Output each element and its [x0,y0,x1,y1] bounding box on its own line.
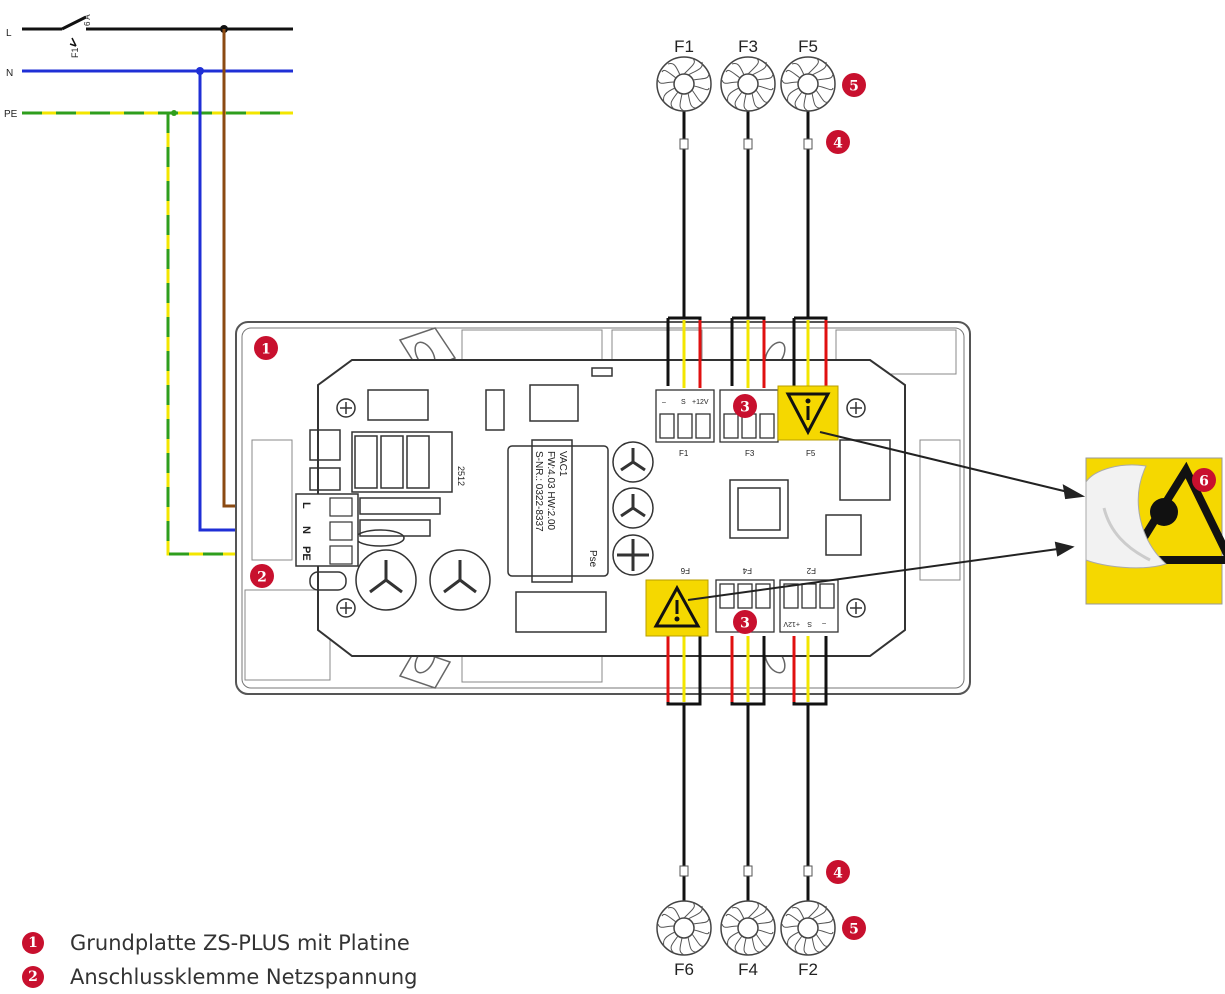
bottom-fan-connectors: – S +12V F6 F4 F2 [680,566,839,633]
fan-label-f2: F2 [798,960,818,979]
marker-6: 6 [1192,468,1216,492]
fan-label-f5: F5 [798,37,818,56]
marker-5-top: 5 [842,73,866,97]
detail-arrows [687,431,1086,601]
legend: 1 Grundplatte ZS-PLUS mit Platine 2 Ansc… [22,926,582,994]
marker-4-bottom: 4 [826,860,850,884]
svg-text:3: 3 [740,400,750,416]
fan-label-f1: F1 [674,37,694,56]
fan-label-f6: F6 [674,960,694,979]
conn-top-12v: +12V [692,399,709,406]
legend-item-2: 2 Anschlussklemme Netzspannung [22,960,582,994]
legend-number: 1 [22,932,44,954]
pcb-name: VAC1 [557,451,568,477]
legend-text: Anschlussklemme Netzspannung [70,965,418,989]
fan-f6-icon [656,900,712,956]
svg-text:2: 2 [257,570,267,586]
breaker-arrow-icon [69,37,77,47]
legend-item-1: 1 Grundplatte ZS-PLUS mit Platine [22,926,582,960]
legend-number: 2 [22,966,44,988]
terminal-label-n: N [300,526,312,534]
pcb-pse: Pse [587,550,598,568]
svg-text:3: 3 [740,616,750,632]
svg-text:4: 4 [833,866,843,882]
slot-label-bottom-f4: F4 [742,566,752,575]
fans-bottom: F6 F4 F2 [656,900,836,979]
conn-bottom-s: S [807,620,812,627]
fan-f2-icon [780,900,836,956]
marker-5-bottom: 5 [842,916,866,940]
slot-label-bottom-f6: F6 [680,566,690,575]
fan-f4-icon [720,900,776,956]
marker-1: 1 [254,336,278,360]
pcb-code: 2512 [456,466,466,486]
pcb-firmware: FW:4.03 HW:2.00 [545,451,556,531]
fan-f5-icon [780,56,836,112]
warning-triangle-icon [653,584,701,628]
fan-label-f4: F4 [738,960,758,979]
marker-4-top: 4 [826,130,850,154]
pcb-board: VAC1 FW:4.03 HW:2.00 S-NR.: 0322-8337 Ps… [295,359,906,657]
terminal-label-pe: PE [300,546,312,561]
legend-text: Grundplatte ZS-PLUS mit Platine [70,931,410,955]
pe-junction [171,110,177,116]
pcb-serial: S-NR.: 0322-8337 [533,451,544,532]
warning-sticker-bottom [645,579,709,637]
fan-cables [666,110,828,902]
top-fan-connectors: – S +12V F1 F3 F5 [655,389,816,458]
fan-f3-icon [720,56,776,112]
marker-3-bottom: 3 [733,610,757,634]
fans-top: F1 F3 F5 [656,37,836,112]
slot-label-top-f5: F5 [806,449,816,458]
slot-label-bottom-f2: F2 [806,566,816,575]
info-triangle-icon [785,392,831,436]
svg-text:4: 4 [833,136,843,152]
number-markers: 1 2 3 3 4 4 5 5 [250,73,1216,940]
conn-top-minus: – [662,399,666,406]
terminal-label-l: L [300,502,312,509]
svg-text:1: 1 [261,342,271,358]
conn-top-s: S [681,399,686,406]
breaker-contact [61,15,87,31]
fan-label-f3: F3 [738,37,758,56]
mains-label-n: N [6,68,13,79]
breaker-name: F1 [70,47,80,58]
mains-label-l: L [6,28,12,39]
marker-3-top: 3 [733,394,757,418]
svg-text:6: 6 [1199,474,1209,490]
mains-terminal-block [295,493,359,567]
breaker-rating: 6 A [83,14,92,26]
svg-text:5: 5 [849,922,859,938]
slot-label-top-f1: F1 [679,449,689,458]
slot-label-top-f3: F3 [745,449,755,458]
mains-label-pe: PE [4,109,18,120]
conn-bottom-minus: – [822,620,826,627]
fan-f1-icon [656,56,712,112]
conn-bottom-12v: +12V [783,620,800,627]
svg-text:5: 5 [849,79,859,95]
warning-sticker-top [777,385,839,441]
marker-2: 2 [250,564,274,588]
